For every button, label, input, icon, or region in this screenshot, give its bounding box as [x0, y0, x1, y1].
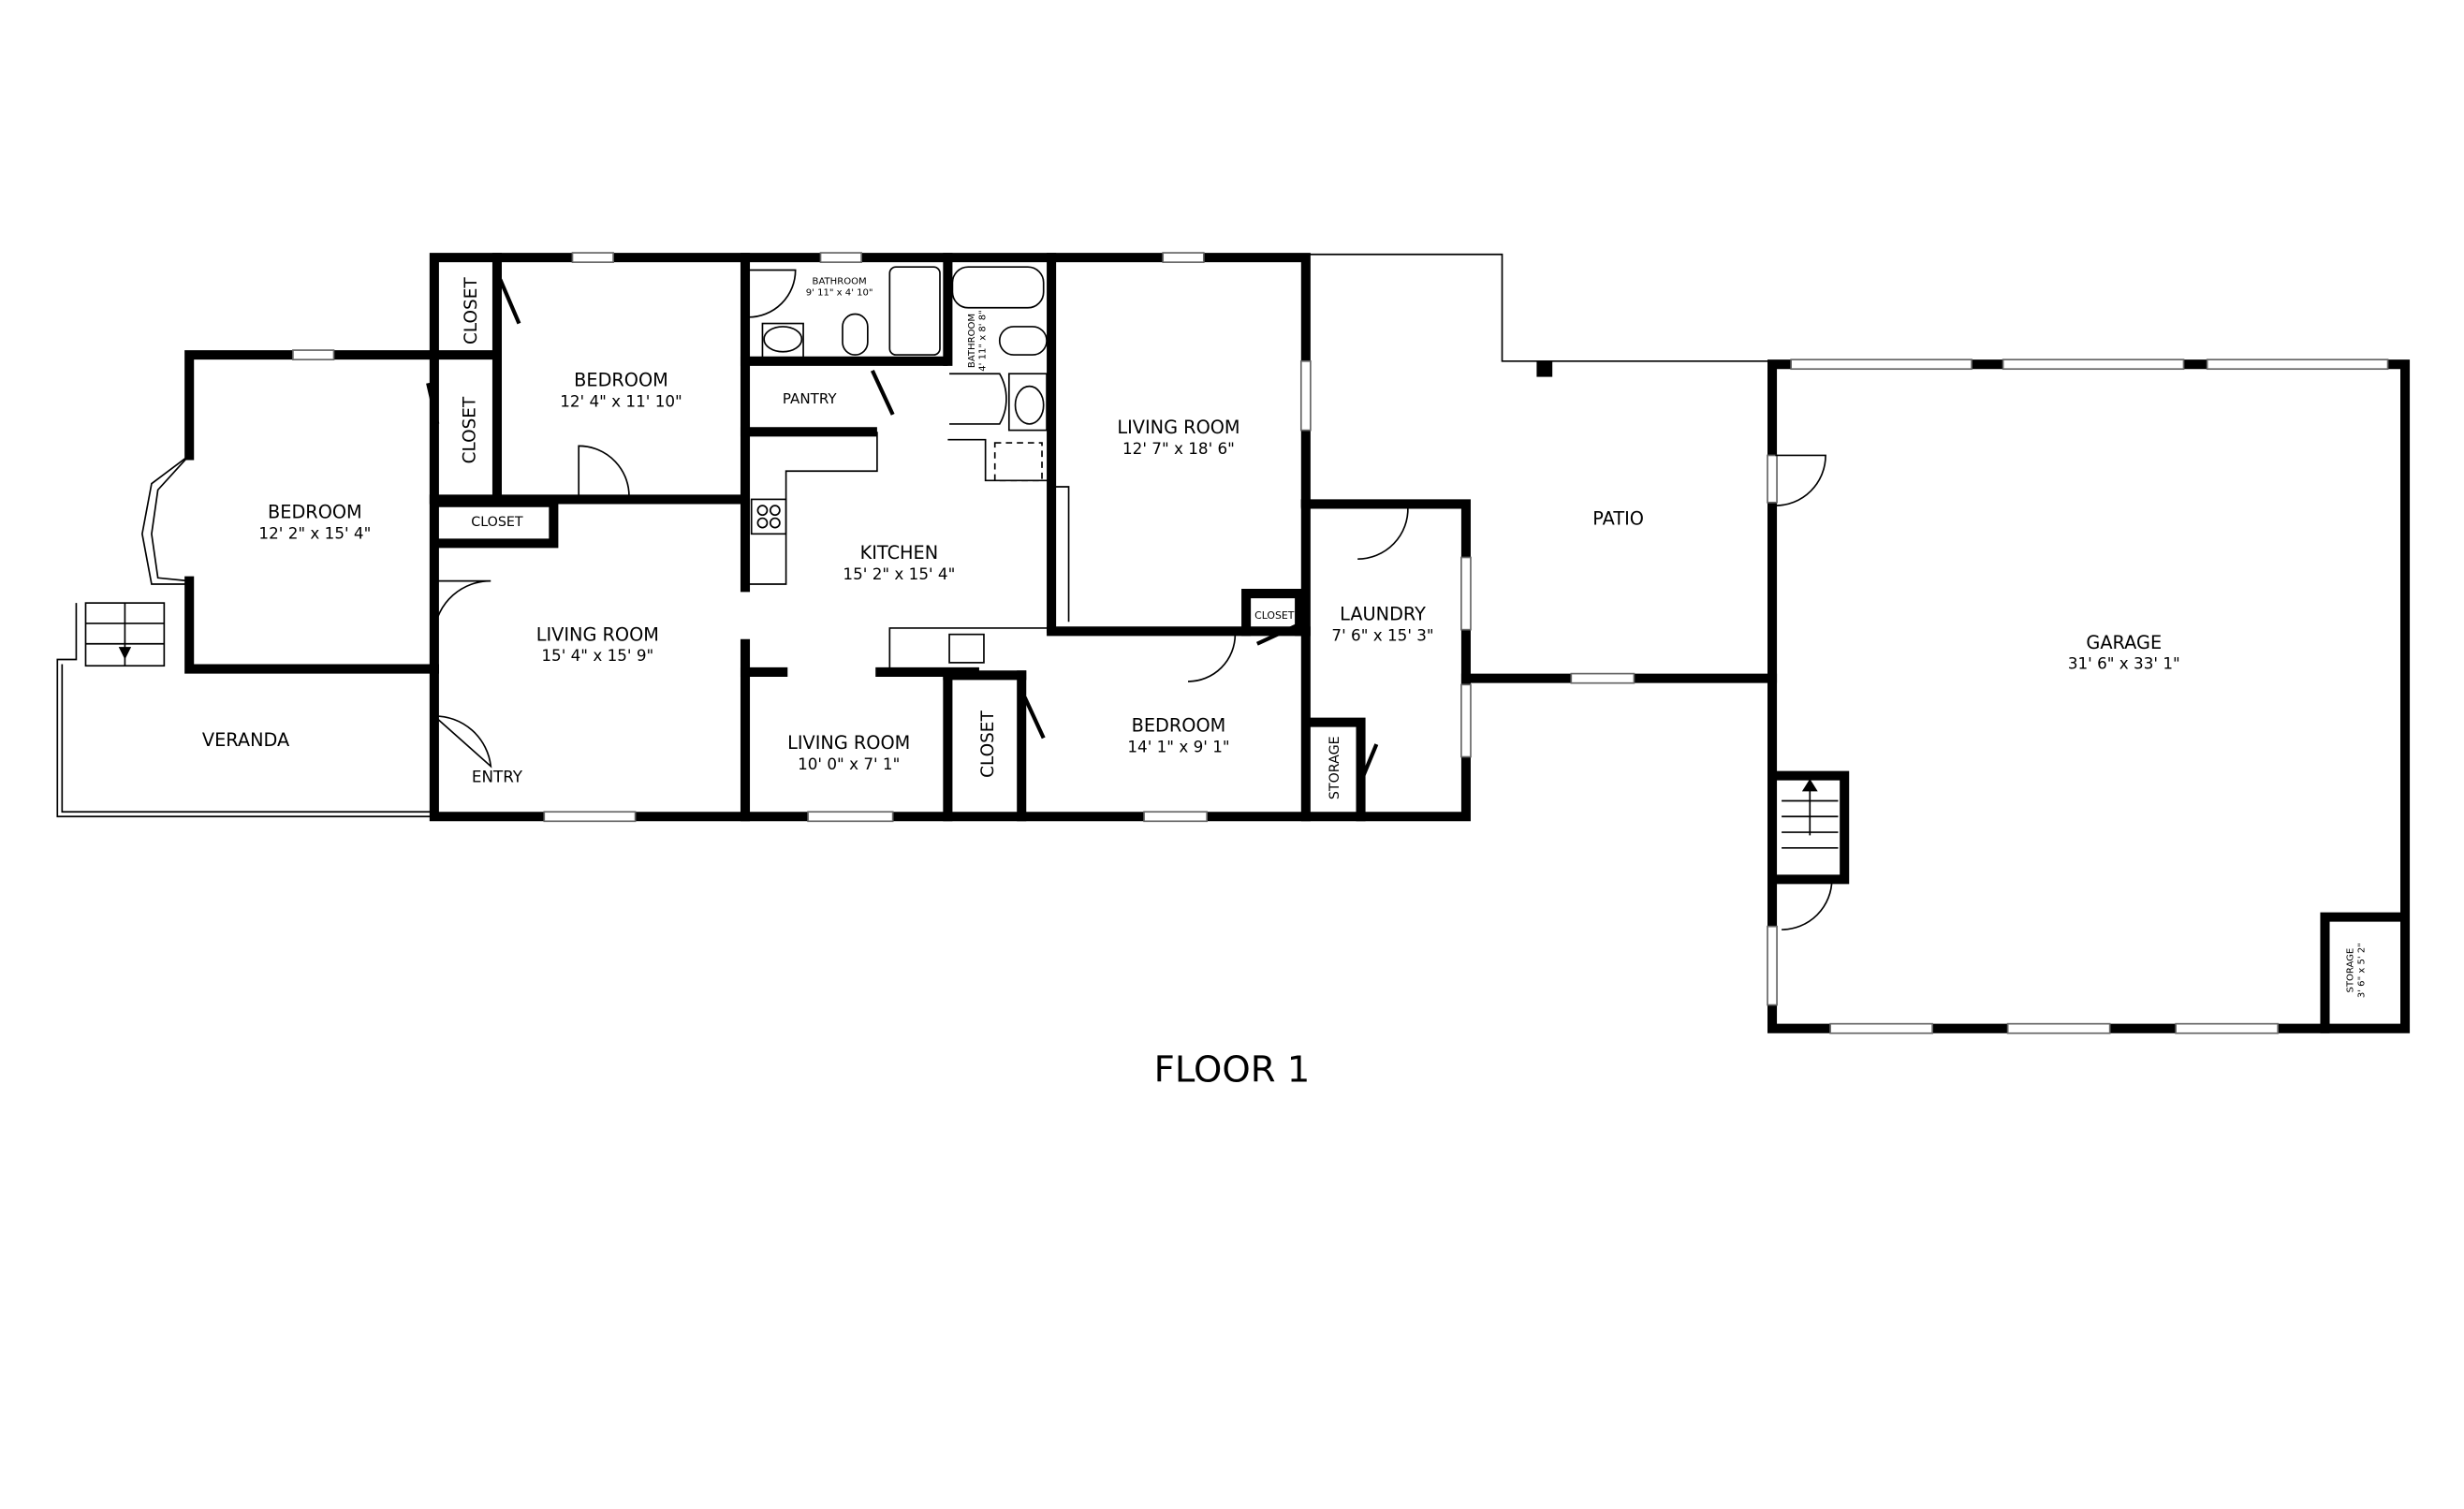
veranda-label: VERANDA — [202, 729, 290, 751]
kitchen-dims: 15' 2" x 15' 4" — [843, 564, 955, 583]
east-living-room-dims: 12' 7" x 18' 6" — [1122, 439, 1235, 458]
main-living-room-label: LIVING ROOM — [536, 623, 659, 645]
doors — [426, 269, 1833, 930]
bathroom-2-dims: 4' 11" x 8' 8" — [978, 310, 989, 371]
bathroom-1-dims: 9' 11" x 4' 10" — [806, 287, 873, 298]
closet-5-label: CLOSET — [1254, 609, 1295, 622]
west-bedroom-label: BEDROOM — [268, 502, 362, 523]
south-bedroom-dims: 14' 1" x 9' 1" — [1127, 737, 1229, 755]
fixtures — [748, 266, 1070, 669]
veranda-stairs-icon — [84, 602, 166, 667]
garage-dims: 31' 6" x 33' 1" — [2068, 654, 2180, 673]
garage-stairs-icon — [1782, 779, 1839, 849]
patio-outline — [1305, 253, 1778, 683]
east-living-room-label: LIVING ROOM — [1117, 417, 1239, 438]
bathroom-2-label: BATHROOM — [967, 314, 977, 368]
garage-walls — [1767, 359, 2411, 1033]
closet-4-label: CLOSET — [978, 711, 998, 778]
south-bedroom-label: BEDROOM — [1132, 715, 1226, 737]
closet-2-label: CLOSET — [460, 396, 479, 463]
windows — [292, 252, 2389, 1034]
kitchen-label: KITCHEN — [860, 542, 939, 564]
north-bedroom-dims: 12' 4" x 11' 10" — [560, 391, 682, 410]
small-living-room-dims: 10' 0" x 7' 1" — [798, 754, 900, 773]
garage-storage-dims: 3' 6" x 5' 2" — [2356, 943, 2367, 998]
north-bedroom-label: BEDROOM — [574, 370, 668, 391]
room-labels: BEDROOM 12' 2" x 15' 4" BEDROOM 12' 4" x… — [202, 277, 2367, 1091]
veranda-outline — [56, 603, 434, 818]
small-living-room-label: LIVING ROOM — [787, 732, 910, 754]
bathroom-1-label: BATHROOM — [813, 277, 867, 287]
laundry-storage-label: STORAGE — [1327, 736, 1342, 799]
closet-1-label: CLOSET — [462, 277, 481, 344]
laundry-dims: 7' 6" x 15' 3" — [1331, 625, 1433, 644]
laundry-label: LAUNDRY — [1340, 604, 1426, 625]
entry-label: ENTRY — [472, 767, 523, 785]
west-bedroom-dims: 12' 2" x 15' 4" — [258, 523, 371, 542]
main-living-room-dims: 15' 4" x 15' 9" — [541, 646, 653, 665]
pantry-label: PANTRY — [783, 390, 837, 407]
closet-3-label: CLOSET — [471, 515, 523, 530]
garage-storage-label: STORAGE — [2346, 948, 2356, 993]
west-bedroom-walls — [141, 350, 439, 674]
floor-title: FLOOR 1 — [1154, 1049, 1311, 1091]
main-house-walls — [429, 253, 1471, 822]
patio-label: PATIO — [1592, 507, 1644, 529]
garage-label: GARAGE — [2086, 632, 2162, 653]
